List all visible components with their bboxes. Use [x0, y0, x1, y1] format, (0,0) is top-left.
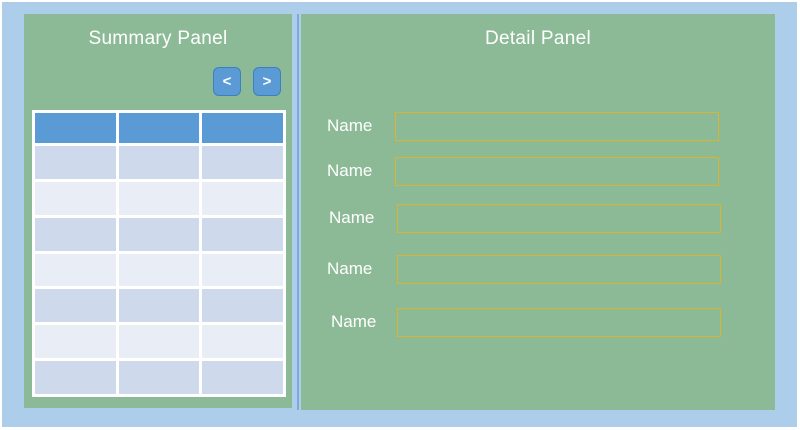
- panel-divider: [297, 14, 299, 410]
- name-input[interactable]: [395, 112, 719, 141]
- table-row[interactable]: [35, 325, 283, 359]
- table-cell: [202, 289, 283, 323]
- table-cell: [35, 361, 116, 394]
- table-header-cell: [202, 113, 283, 143]
- name-label: Name: [327, 259, 373, 278]
- summary-panel-title: Summary Panel: [88, 28, 228, 49]
- table-body: [35, 146, 283, 394]
- table-cell: [35, 325, 116, 359]
- name-input[interactable]: [397, 308, 721, 337]
- table-cell: [118, 361, 200, 394]
- table-header-row: [35, 113, 283, 143]
- name-label: Name: [327, 161, 373, 180]
- table-row[interactable]: [35, 253, 283, 287]
- table-cell: [35, 289, 116, 323]
- name-input[interactable]: [397, 255, 721, 284]
- table-header-cell: [118, 113, 200, 143]
- table-cell: [202, 253, 283, 287]
- table-cell: [118, 181, 200, 215]
- table-cell: [118, 146, 200, 179]
- table-row[interactable]: [35, 181, 283, 215]
- name-label: Name: [331, 312, 377, 331]
- field-row: Name: [301, 307, 775, 337]
- table-cell: [35, 146, 116, 179]
- table-cell: [35, 253, 116, 287]
- table-row[interactable]: [35, 217, 283, 251]
- table-cell: [35, 181, 116, 215]
- table-cell: [202, 325, 283, 359]
- table-cell: [118, 289, 200, 323]
- table-row[interactable]: [35, 289, 283, 323]
- name-input[interactable]: [395, 157, 719, 186]
- name-input[interactable]: [397, 204, 721, 233]
- field-row: Name: [301, 254, 775, 284]
- summary-table: [32, 110, 286, 397]
- table-cell: [35, 217, 116, 251]
- table-header-cell: [35, 113, 116, 143]
- name-label: Name: [327, 116, 373, 135]
- table-cell: [202, 361, 283, 394]
- next-button[interactable]: >: [253, 67, 281, 96]
- table-cell: [118, 325, 200, 359]
- detail-panel-title: Detail Panel: [484, 28, 592, 49]
- table-cell: [202, 217, 283, 251]
- table-row[interactable]: [35, 146, 283, 179]
- table-cell: [118, 253, 200, 287]
- field-row: Name: [301, 111, 775, 141]
- field-row: Name: [301, 203, 775, 233]
- name-label: Name: [329, 208, 375, 227]
- table-cell: [202, 146, 283, 179]
- field-row: Name: [301, 156, 775, 186]
- table-cell: [118, 217, 200, 251]
- summary-panel: Summary Panel < >: [24, 14, 292, 408]
- pagination-controls: < >: [213, 67, 281, 96]
- prev-button[interactable]: <: [213, 67, 241, 96]
- table-row[interactable]: [35, 361, 283, 394]
- table-cell: [202, 181, 283, 215]
